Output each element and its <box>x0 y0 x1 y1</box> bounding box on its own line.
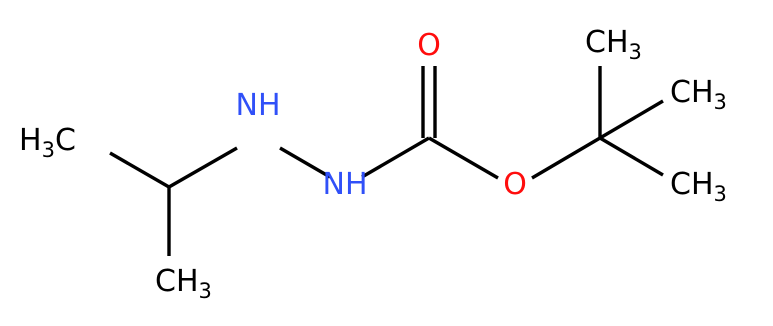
bonds <box>109 66 664 256</box>
atom-ch3-isopropyl-bottom: CH3 <box>155 264 212 303</box>
bond-quaternary-to-ch3-bottom <box>599 136 664 177</box>
bond-nh-to-nh <box>279 146 331 179</box>
atom-carbonyl-oxygen: O <box>417 28 441 63</box>
atom-nh-isopropyl: NH <box>236 88 281 123</box>
atom-nh-carbamate: NH <box>323 167 368 202</box>
atom-ch3-tbutyl-bottom: CH3 <box>670 167 727 206</box>
bond-nh-to-carbonyl-carbon <box>361 136 430 179</box>
bond-carbonyl-carbon-to-ester-oxygen <box>428 136 499 180</box>
atom-ch3-tbutyl-top: CH3 <box>585 25 642 64</box>
bond-ch-to-nh <box>168 146 238 189</box>
atom-ch3-isopropyl-left: H3C <box>19 123 76 162</box>
bond-ester-oxygen-to-quaternary-carbon <box>531 136 601 180</box>
atom-ester-oxygen: O <box>503 167 527 202</box>
bond-quaternary-to-ch3-mid <box>599 99 664 140</box>
bond-ch3-to-ch <box>109 151 170 189</box>
atom-ch3-tbutyl-mid: CH3 <box>670 75 727 114</box>
atom-labels: H3C CH3 NH NH O O CH3 CH3 CH3 <box>19 25 727 303</box>
